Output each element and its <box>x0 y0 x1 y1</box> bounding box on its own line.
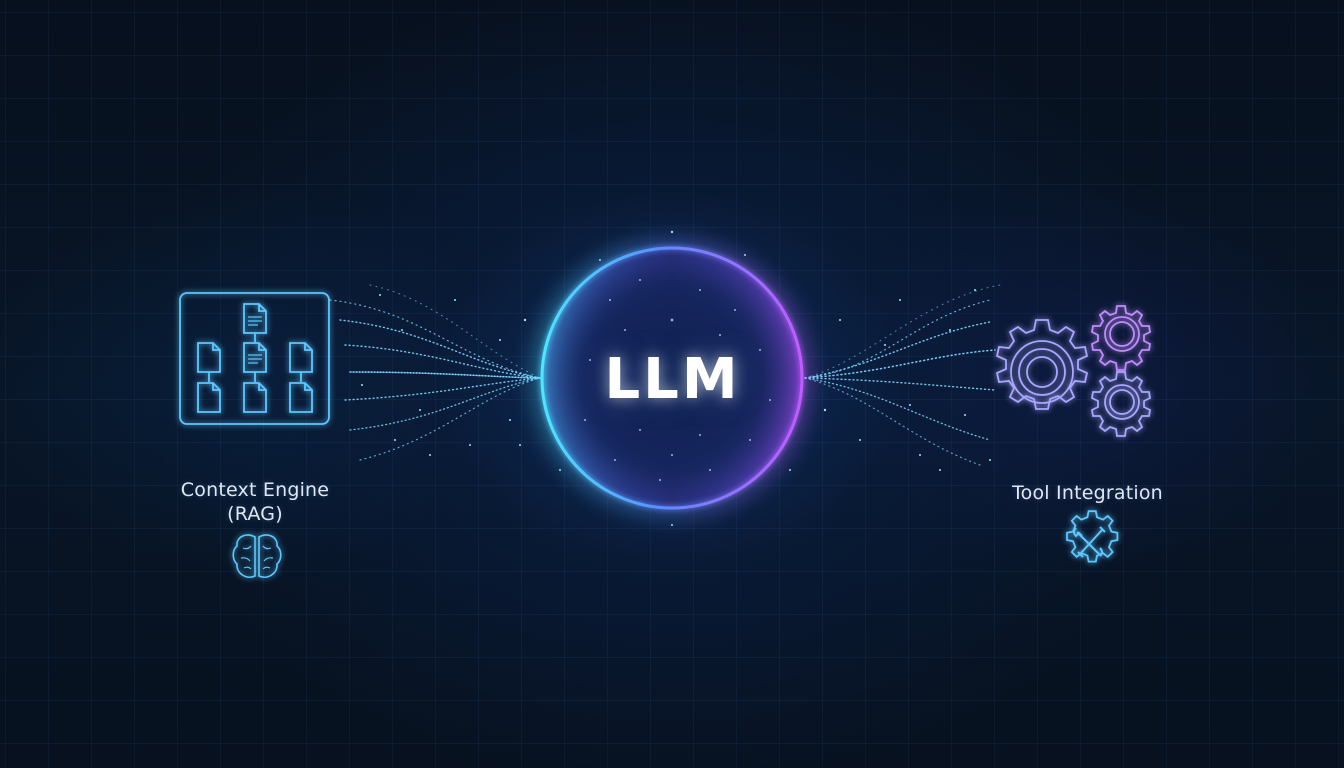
llm-label: LLM <box>604 347 741 412</box>
right-particle-stream <box>798 284 1001 466</box>
bottom-right-gear-icon <box>1091 371 1151 437</box>
context-engine-title: Context Engine <box>180 479 330 501</box>
scattered-particles <box>361 230 991 526</box>
document-tree-icon <box>179 292 330 425</box>
sphere-particles <box>584 279 771 481</box>
tool-integration-label: Tool Integration <box>1012 482 1163 504</box>
left-particle-stream <box>329 284 547 461</box>
large-gear-icon <box>995 319 1089 410</box>
brain-icon <box>232 534 282 578</box>
context-engine-label: Context Engine (RAG) <box>150 478 360 526</box>
gear-wrench-icon <box>1066 510 1119 563</box>
top-right-gear-icon <box>1091 305 1151 371</box>
llm-sphere[interactable] <box>532 238 812 518</box>
gears-icon <box>995 305 1151 437</box>
context-engine-subtitle: (RAG) <box>227 503 283 525</box>
